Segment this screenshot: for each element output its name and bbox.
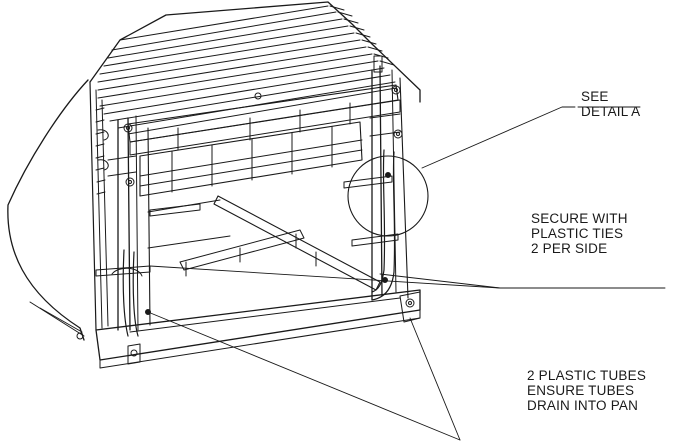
detail-a-circle: [347, 155, 429, 237]
callout-secure-line2: PLASTIC TIES: [531, 226, 624, 241]
callout-see-detail-a: SEE DETAIL A: [581, 89, 640, 119]
callout-secure-ties: SECURE WITH PLASTIC TIES 2 PER SIDE: [531, 211, 628, 256]
callout-secure-line1: SECURE WITH: [531, 211, 628, 226]
cutaway-housing: [7, 1, 421, 341]
drain-tubes: [122, 149, 396, 337]
callout-see-detail-line2: DETAIL A: [581, 104, 641, 119]
callout-tubes-line1: 2 PLASTIC TUBES: [527, 368, 647, 383]
callout-tubes-line3: DRAIN INTO PAN: [527, 398, 639, 413]
coil-top-fins: [97, 5, 397, 135]
plastic-ties: [95, 175, 399, 277]
leader-lines: [147, 106, 666, 441]
callout-see-detail-line1: SEE: [581, 89, 609, 104]
callout-tubes-line2: ENSURE TUBES: [527, 383, 635, 398]
center-panels: [139, 121, 363, 197]
top-rails: [127, 84, 401, 156]
callout-plastic-tubes: 2 PLASTIC TUBES ENSURE TUBES DRAIN INTO …: [527, 368, 646, 413]
diagonal-bracket: [147, 195, 381, 291]
callout-secure-line3: 2 PER SIDE: [531, 241, 608, 256]
drain-pan: [76, 289, 421, 369]
left-post: [107, 115, 151, 331]
left-coil-edge: [89, 81, 109, 331]
